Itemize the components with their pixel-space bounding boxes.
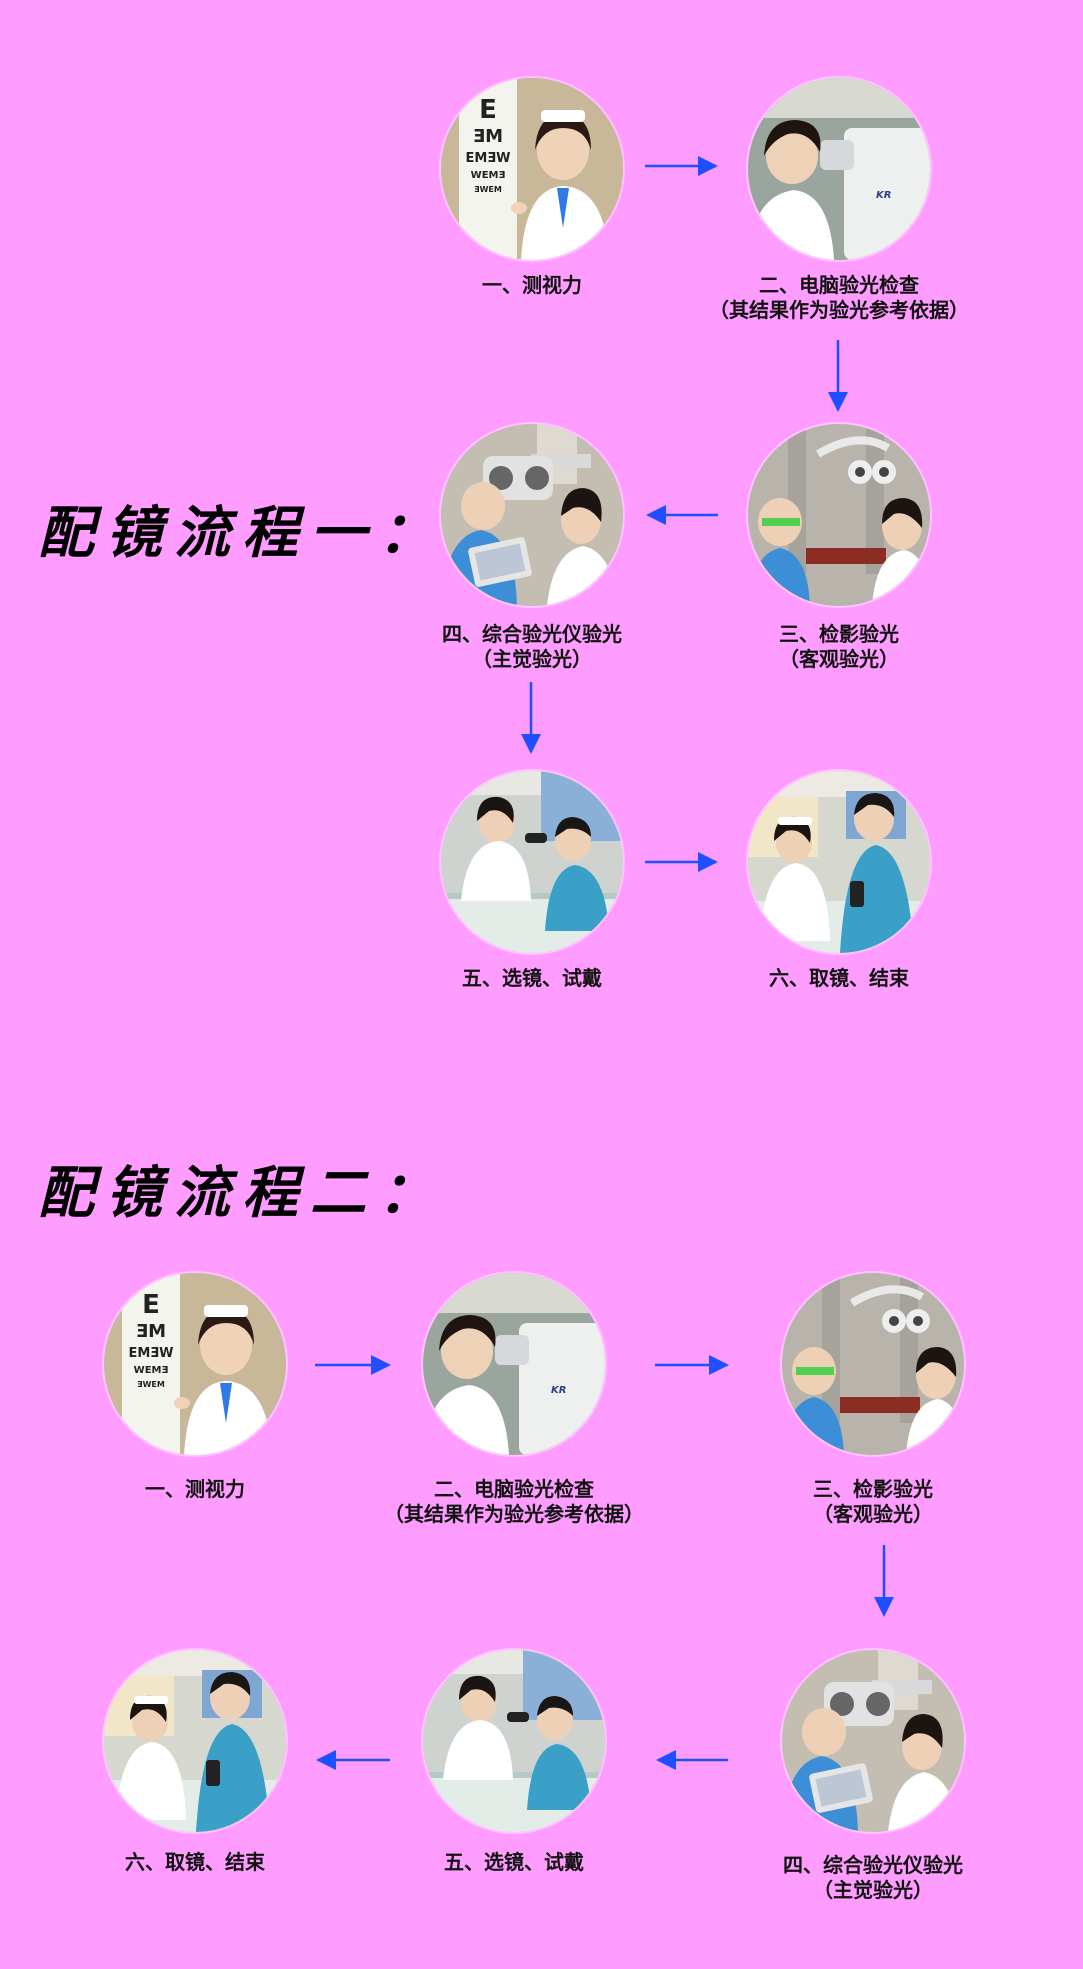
step-label: 一、测视力 [482,273,582,297]
flow2-photo-pickup [104,1650,286,1832]
step-label: 四、综合验光仪验光 [442,622,622,646]
flow1-photo-pickup [748,771,930,953]
step-sub: （主觉验光） [472,647,592,671]
step-sub: （其结果作为验光参考依据） [384,1502,644,1526]
flow2-photo-phoropter [782,1650,964,1832]
step-sub: （其结果作为验光参考依据） [709,298,969,322]
flow2-photo-retinoscopy [782,1273,964,1455]
step-label: 四、综合验光仪验光 [783,1853,963,1877]
step-label: 二、电脑验光检查 [434,1477,594,1501]
flow2-step6-caption: 六、取镜、结束 [35,1850,355,1875]
flow1-photo-phoropter [441,424,623,606]
flow1-photo-auto-refractor [748,78,930,260]
flow2-step5-caption: 五、选镜、试戴 [354,1850,674,1875]
step-label: 六、取镜、结束 [769,966,909,990]
flow2-photo-auto-refractor [423,1273,605,1455]
flow1-photo-frame-selection [441,771,623,953]
flow2-photo-frame-selection [423,1650,605,1832]
flow1-step6-caption: 六、取镜、结束 [679,966,999,991]
flow1-step1-caption: 一、测视力 [372,273,692,298]
flow2-photo-eye-chart-test [104,1273,286,1455]
step-label: 二、电脑验光检查 [759,273,919,297]
step-label: 一、测视力 [145,1477,245,1501]
flow1-step2-caption: 二、电脑验光检查（其结果作为验光参考依据） [679,273,999,323]
step-label: 三、检影验光 [779,622,899,646]
flow1-photo-retinoscopy [748,424,930,606]
step-sub: （客观验光） [813,1502,933,1526]
flow1-step3-caption: 三、检影验光（客观验光） [679,622,999,672]
flow2-step2-caption: 二、电脑验光检查（其结果作为验光参考依据） [354,1477,674,1527]
step-sub: （主觉验光） [813,1878,933,1902]
flow1-title: 配镜流程一： [38,500,446,566]
flow2-step1-caption: 一、测视力 [35,1477,355,1502]
flow1-step5-caption: 五、选镜、试戴 [372,966,692,991]
flow2-step4-caption: 四、综合验光仪验光（主觉验光） [713,1853,1033,1903]
step-label: 三、检影验光 [813,1477,933,1501]
step-label: 五、选镜、试戴 [444,1850,584,1874]
flow2-title: 配镜流程二： [38,1160,446,1226]
step-label: 五、选镜、试戴 [462,966,602,990]
flow1-step4-caption: 四、综合验光仪验光（主觉验光） [372,622,692,672]
flow2-step3-caption: 三、检影验光（客观验光） [713,1477,1033,1527]
flow1-photo-eye-chart-test [441,78,623,260]
step-label: 六、取镜、结束 [125,1850,265,1874]
step-sub: （客观验光） [779,647,899,671]
